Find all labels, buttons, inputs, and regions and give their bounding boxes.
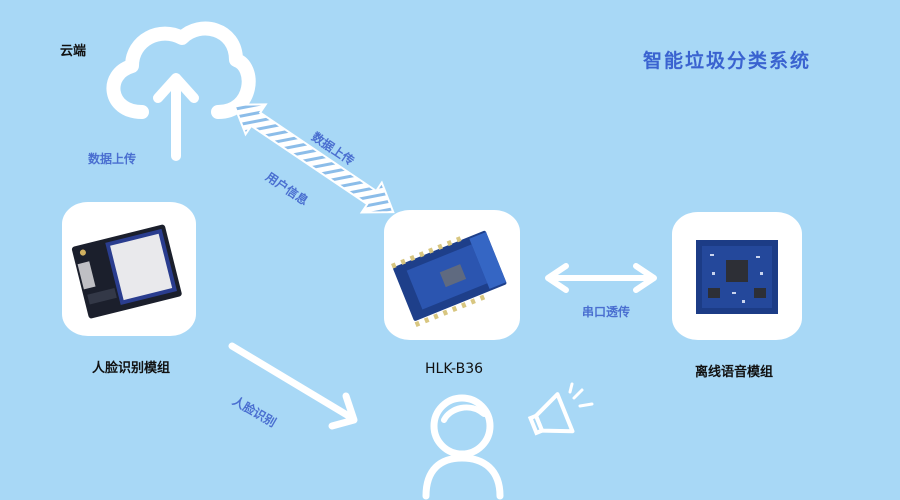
megaphone-icon — [0, 0, 900, 500]
